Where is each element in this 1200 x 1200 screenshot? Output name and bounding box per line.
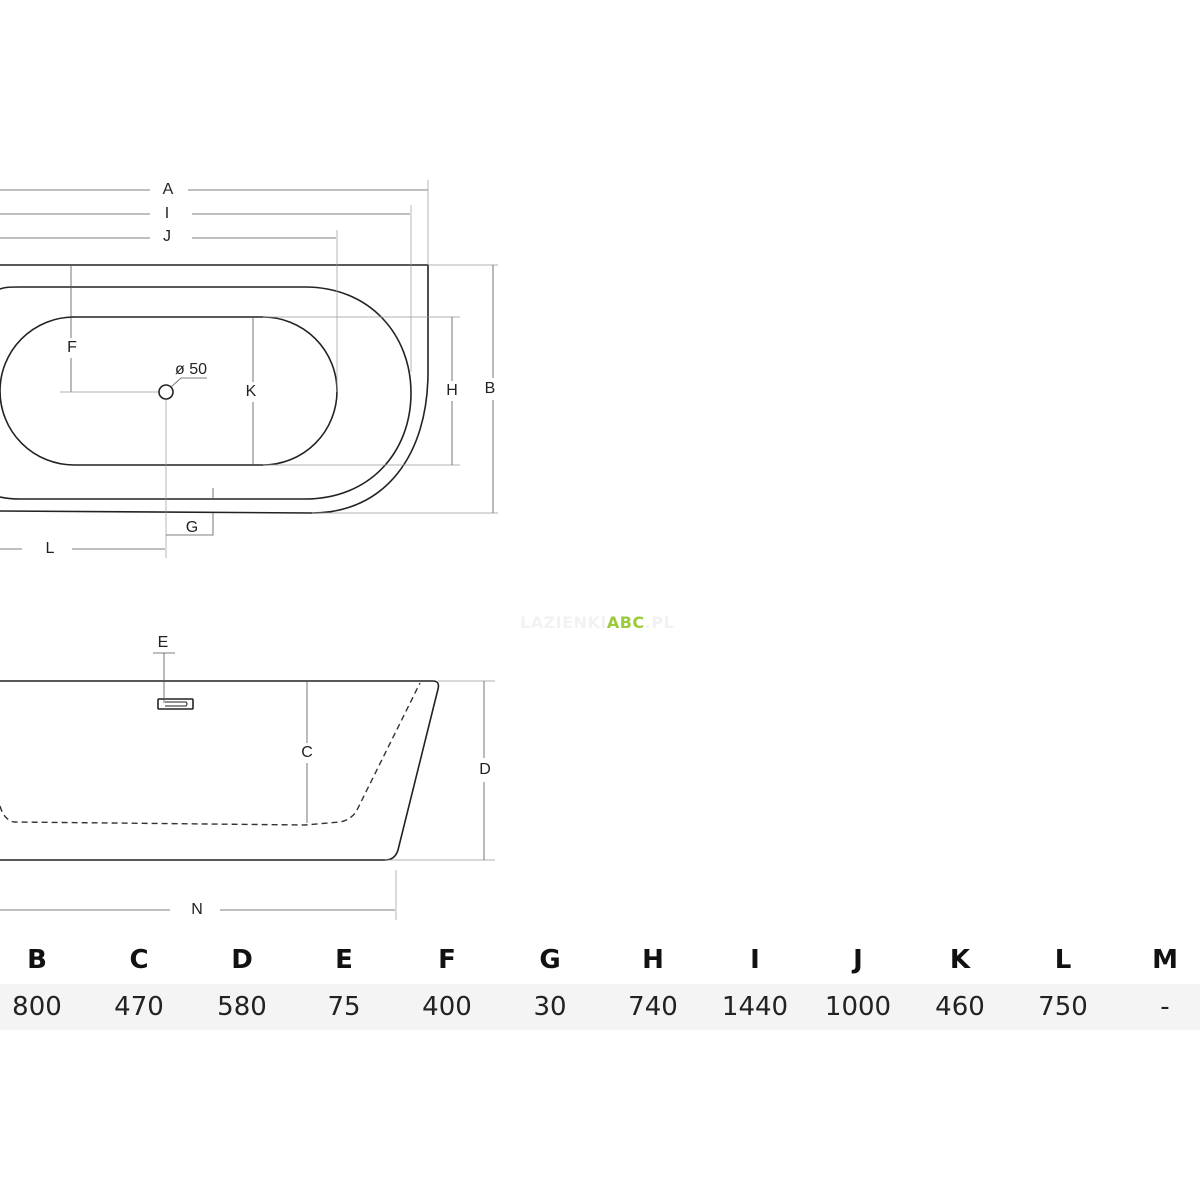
table-header-h: H bbox=[642, 945, 664, 975]
table-header-m: M bbox=[1152, 945, 1178, 975]
dim-label-j: J bbox=[163, 228, 171, 245]
watermark-part1: LAZIENKI bbox=[520, 613, 607, 632]
table-value-e: 75 bbox=[327, 992, 361, 1022]
dim-label-h: H bbox=[446, 382, 458, 399]
table-value-f: 400 bbox=[422, 992, 472, 1022]
inner-basin-dashed bbox=[0, 682, 421, 826]
table-value-g: 30 bbox=[533, 992, 567, 1022]
table-header-row: B C D E F G H I J K L M bbox=[0, 936, 1200, 984]
dim-label-a: A bbox=[163, 181, 174, 198]
table-header-b: B bbox=[27, 945, 47, 975]
table-header-k: K bbox=[949, 945, 971, 975]
table-value-i: 1440 bbox=[721, 992, 789, 1022]
table-value-h: 740 bbox=[628, 992, 678, 1022]
basin-outline bbox=[0, 316, 338, 466]
dim-label-k: K bbox=[246, 383, 257, 400]
watermark-logo: LAZIENKIABC.PL bbox=[520, 613, 674, 632]
dim-label-c: C bbox=[301, 744, 313, 761]
outer-shell-outline bbox=[0, 264, 429, 514]
side-view: E C D N bbox=[0, 634, 495, 920]
overflow-icon bbox=[157, 698, 194, 710]
table-value-c: 470 bbox=[114, 992, 164, 1022]
table-header-c: C bbox=[129, 945, 149, 975]
table-header-l: L bbox=[1054, 945, 1072, 975]
dim-label-e: E bbox=[158, 634, 169, 651]
bathtub-technical-drawing: ø 50 A I J F K H B G L bbox=[0, 180, 498, 920]
dim-label-g: G bbox=[186, 519, 198, 536]
table-value-l: 750 bbox=[1038, 992, 1088, 1022]
side-outline bbox=[0, 680, 440, 861]
table-header-i: I bbox=[750, 945, 760, 975]
drain-diameter-label: ø 50 bbox=[175, 361, 207, 378]
table-header-e: E bbox=[335, 945, 353, 975]
top-view: ø 50 A I J F K H B G L bbox=[0, 180, 498, 558]
table-header-g: G bbox=[539, 945, 561, 975]
dim-label-i: I bbox=[165, 205, 169, 222]
table-value-b: 800 bbox=[12, 992, 62, 1022]
watermark-part3: .PL bbox=[644, 613, 675, 632]
table-value-k: 460 bbox=[935, 992, 985, 1022]
rim-outline bbox=[0, 286, 412, 500]
dimensions-table: B C D E F G H I J K L M 800 470 580 75 400 30 740 1440 1000… bbox=[0, 936, 1200, 1030]
dim-label-f: F bbox=[67, 339, 77, 356]
table-header-d: D bbox=[231, 945, 253, 975]
table-header-j: J bbox=[853, 945, 863, 975]
dim-label-l: L bbox=[46, 540, 55, 557]
table-value-m: - bbox=[1160, 992, 1170, 1022]
table-values-row: 800 470 580 75 400 30 740 1440 1000 460 750 - bbox=[0, 984, 1200, 1030]
dim-label-b: B bbox=[485, 380, 496, 397]
table-header-f: F bbox=[438, 945, 456, 975]
watermark-part2: ABC bbox=[606, 613, 645, 632]
dim-label-n: N bbox=[191, 901, 203, 918]
drain-icon bbox=[158, 384, 174, 400]
table-value-d: 580 bbox=[217, 992, 267, 1022]
dim-label-d: D bbox=[479, 761, 491, 778]
table-value-j: 1000 bbox=[824, 992, 892, 1022]
